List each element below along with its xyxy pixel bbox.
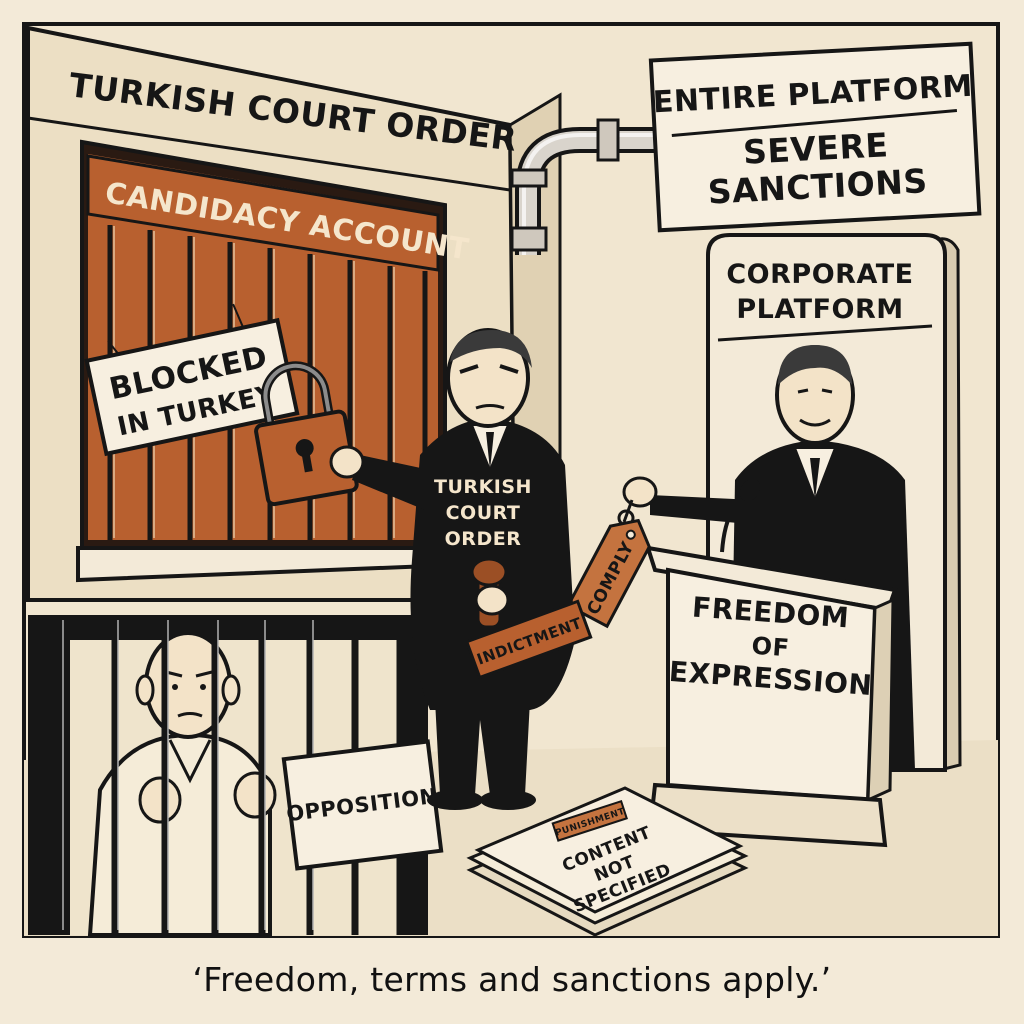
window-banner [86, 154, 440, 272]
prison-cell [28, 615, 428, 937]
punishment-folder: PUNISHMENT CONTENT NOT SPECIFIED [466, 786, 749, 937]
jacket-line3: ORDER [445, 528, 522, 550]
jacket-line1: TURKISH [434, 476, 532, 498]
tower-line1: CORPORATE [726, 259, 913, 290]
opposition-sign: OPPOSITION [281, 739, 444, 871]
pipe [510, 118, 660, 255]
platform-sanctions-sign: ENTIRE PLATFORM SEVERE SANCTIONS [648, 41, 982, 233]
podium: FREEDOM OF EXPRESSION [645, 545, 898, 848]
cartoon-caption: ‘Freedom, terms and sanctions apply.’ [192, 960, 832, 999]
tower-line2: PLATFORM [736, 294, 903, 325]
prisoner-figure [87, 631, 277, 937]
jacket-line2: COURT [446, 502, 521, 524]
blocked-sign: BLOCKED IN TURKEY [84, 303, 300, 457]
platform-sign-line2: SEVERE [742, 125, 889, 172]
padlock-icon [254, 361, 359, 507]
podium-line2: OF [751, 632, 791, 663]
microphone-icon [720, 478, 761, 553]
indictment-stamp-icon: INDICTMENT [464, 557, 593, 680]
